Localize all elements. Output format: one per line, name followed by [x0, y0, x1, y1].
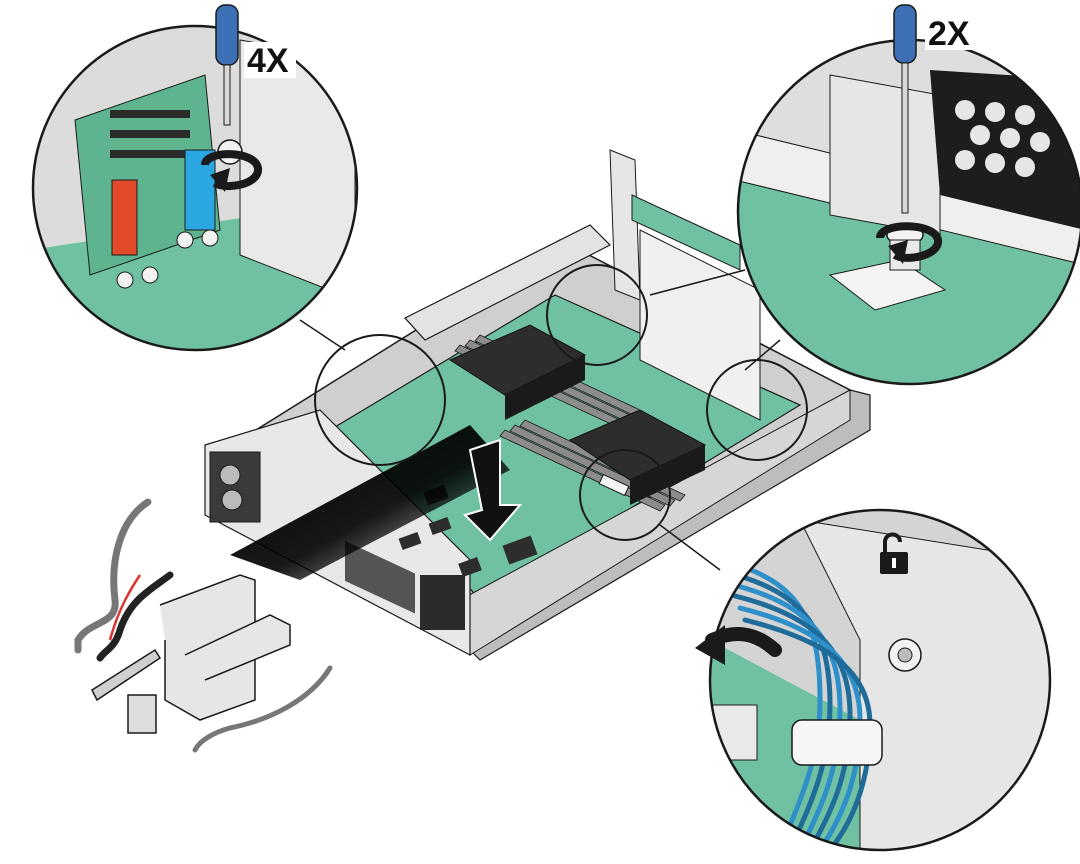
cable-tie	[791, 719, 883, 766]
callout-bottom-right	[695, 508, 1052, 852]
screw-head	[141, 266, 159, 284]
callout-leaders	[299, 269, 781, 571]
cable-gray	[74, 498, 152, 654]
zoom-circle-side-screw	[706, 359, 808, 461]
psu-fan	[219, 464, 241, 486]
cable-red-black	[96, 571, 174, 662]
rotate-counterclockwise-arrow-icon	[876, 222, 942, 262]
screwdriver-icon	[893, 4, 917, 214]
psu-bay	[209, 451, 261, 523]
rotate-counterclockwise-arrow-icon	[201, 150, 262, 190]
screwdriver-icon	[215, 4, 239, 126]
connector-block	[127, 694, 157, 734]
screw-count-label: 2X	[928, 15, 970, 53]
metal-strip	[91, 648, 162, 702]
cable-thin	[192, 665, 333, 753]
removed-parts	[74, 498, 333, 753]
screw-head	[176, 231, 194, 249]
blue-bus-bar	[184, 149, 216, 231]
psu-fan	[221, 489, 243, 511]
red-bus-bar	[111, 179, 138, 256]
callout-top-left: 4X	[31, 4, 359, 352]
cable-clip	[598, 473, 630, 497]
riser-bracket-detail	[829, 74, 941, 236]
screw-head	[201, 229, 219, 247]
riser-bracket	[609, 149, 641, 301]
standoff-plate	[828, 259, 947, 311]
removal-beam	[230, 425, 510, 580]
chassis-back-wall	[404, 224, 612, 341]
rear-vent	[420, 575, 465, 630]
callout-top-right: 2X	[736, 4, 1080, 386]
zoom-circle-riser-screw	[546, 264, 648, 366]
zoom-circle-cable-clip	[579, 449, 671, 541]
board-chips	[398, 484, 538, 577]
cable-bracket-arm	[184, 614, 291, 681]
zoom-circle-psu-board	[314, 334, 446, 466]
zoom-circles	[314, 264, 808, 541]
unlock-icon	[880, 532, 908, 574]
cable-red-black-red	[108, 574, 142, 641]
rear-ports	[345, 540, 415, 614]
screw-head	[116, 271, 134, 289]
riser-board	[631, 194, 741, 271]
cpu-heatsink-1-side	[505, 355, 585, 420]
psu-backplane-board	[74, 74, 221, 276]
server-chassis	[204, 149, 871, 661]
cpu-heatsink-2-side	[630, 445, 705, 505]
screw-count-label: 4X	[247, 42, 289, 80]
riser-cage	[639, 229, 761, 421]
insert-direction-arrow-icon	[463, 438, 523, 542]
